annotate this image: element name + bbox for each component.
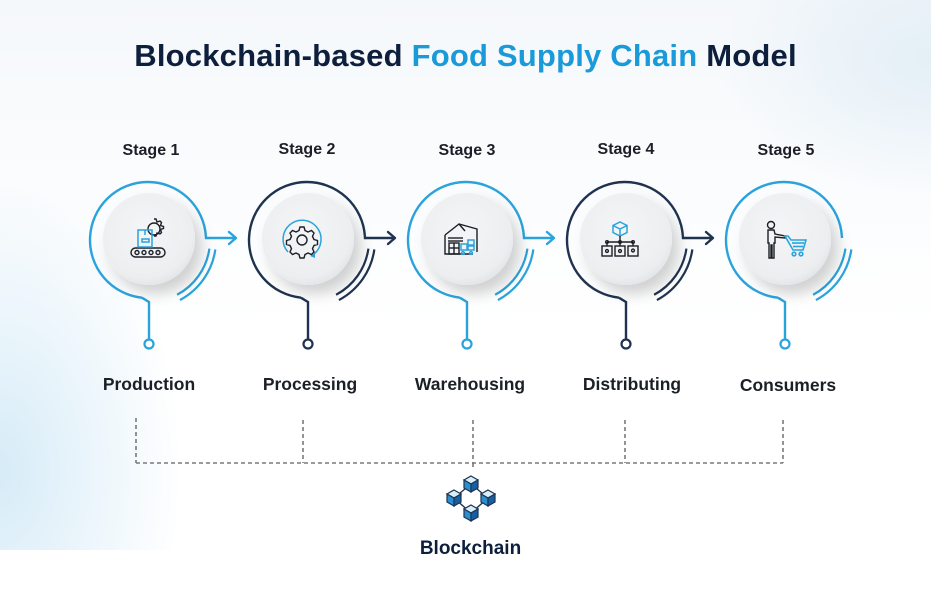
- stage-node-3: [406, 180, 556, 350]
- block-cube: [462, 475, 480, 494]
- tail-dot: [302, 338, 314, 350]
- accent-arc: [812, 248, 847, 296]
- accent-arc: [338, 249, 376, 302]
- arrow-right-icon: [704, 230, 715, 246]
- connector-line: [204, 235, 236, 240]
- warehouse-icon: [433, 212, 489, 268]
- title-part-accent: Food Supply Chain: [411, 38, 698, 73]
- tail-dot: [461, 338, 473, 350]
- accent-arc: [179, 249, 217, 302]
- stage-5-label: Stage 5: [757, 142, 815, 159]
- outer-ring: [406, 180, 526, 299]
- tail-dot: [779, 338, 791, 350]
- title-part-3: Model: [697, 38, 797, 73]
- stage-node-4: [565, 180, 715, 350]
- stage-3-label: Stage 3: [438, 142, 496, 159]
- conveyor-gear-icon: [120, 212, 176, 268]
- blockchain-label: Blockchain: [419, 538, 522, 559]
- tail-line: [141, 296, 151, 339]
- tail-dot: [620, 338, 632, 350]
- step-label-processing: Processing: [262, 374, 358, 394]
- stage-1-label: Stage 1: [122, 142, 180, 159]
- outer-ring: [565, 180, 685, 299]
- stage-4-label: Stage 4: [597, 141, 655, 158]
- block-cube: [462, 504, 480, 523]
- outer-ring: [247, 180, 367, 299]
- block-cube: [445, 489, 463, 508]
- stage-2-label: Stage 2: [278, 141, 336, 158]
- gear-cycle-icon: [274, 212, 330, 268]
- outer-ring: [724, 180, 844, 299]
- connector-line: [522, 235, 554, 240]
- icon-disc: [580, 193, 672, 285]
- connector-line: [681, 235, 713, 240]
- icon-disc: [739, 193, 831, 285]
- stage-node-5: [724, 180, 853, 350]
- tail-dot: [143, 338, 155, 350]
- icon-disc: [421, 193, 513, 285]
- connector-line: [363, 235, 395, 240]
- accent-arc: [176, 248, 211, 296]
- arrow-right-icon: [227, 230, 238, 246]
- accent-arc: [815, 249, 853, 302]
- page-title: Blockchain-based Food Supply Chain Model: [0, 38, 931, 74]
- distribution-network-icon: [592, 212, 648, 268]
- accent-arc: [656, 249, 694, 302]
- step-label-production: Production: [102, 374, 196, 394]
- shopper-cart-icon: [756, 212, 812, 268]
- accent-arc: [497, 249, 535, 302]
- tail-line: [618, 296, 628, 339]
- arrow-right-icon: [386, 230, 397, 246]
- step-label-distributing: Distributing: [582, 374, 682, 394]
- blockchain-cubes-icon: [445, 475, 497, 523]
- accent-arc: [335, 248, 370, 296]
- step-label-warehousing: Warehousing: [414, 374, 526, 394]
- tail-line: [459, 296, 469, 339]
- tail-line: [300, 296, 310, 339]
- title-part-1: Blockchain-based: [134, 38, 412, 73]
- outer-ring: [88, 180, 208, 299]
- accent-arc: [653, 248, 688, 296]
- accent-arc: [494, 248, 529, 296]
- step-label-consumers: Consumers: [739, 375, 837, 395]
- tail-line: [777, 296, 787, 339]
- arrow-right-icon: [545, 230, 556, 246]
- icon-disc: [262, 193, 354, 285]
- stage-node-2: [247, 180, 397, 350]
- block-cube: [479, 489, 497, 508]
- blockchain-bracket: [135, 418, 784, 470]
